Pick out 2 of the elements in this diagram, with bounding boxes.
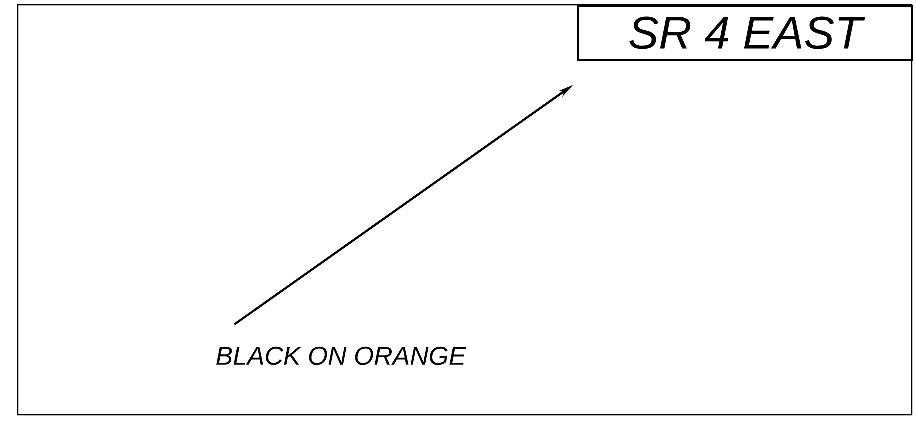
sign-color-note: BLACK ON ORANGE (216, 346, 466, 366)
sign-box: SR 4 EAST (578, 5, 914, 61)
